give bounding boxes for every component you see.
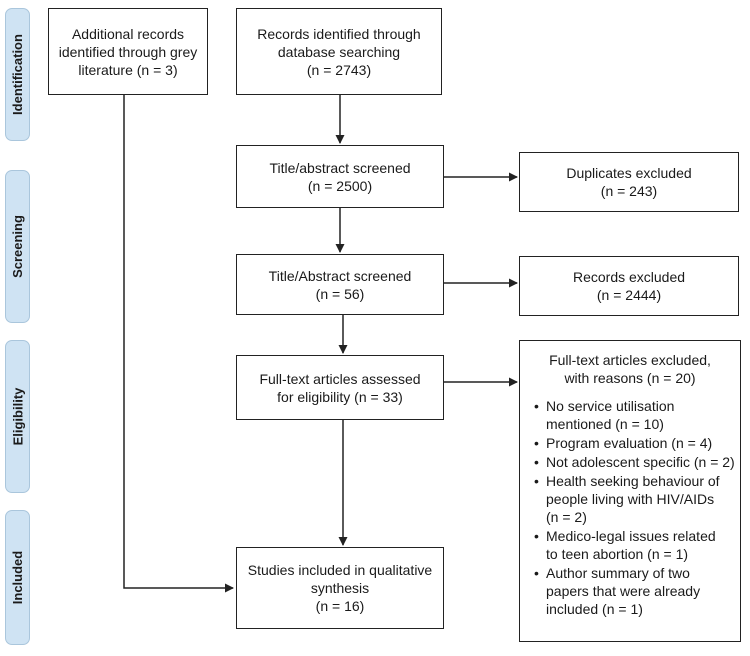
exclusion-reason: Health seeking behaviour of people livin… (534, 472, 730, 526)
duplicates-excluded-box: Duplicates excluded (n = 243) (519, 152, 739, 212)
records-excluded-box: Records excluded (n = 2444) (519, 256, 739, 316)
exclusion-reason: Medico-legal issues related to teen abor… (534, 527, 730, 563)
grey-literature-box: Additional records identified through gr… (48, 8, 208, 95)
exclusion-reason: Author summary of two papers that were a… (534, 564, 730, 618)
exclusion-reason: Program evaluation (n = 4) (534, 434, 730, 452)
fulltext-assessed-box: Full-text articles assessed for eligibil… (236, 355, 444, 420)
stage-eligibility: Eligibility (5, 340, 30, 493)
database-search-box: Records identified through database sear… (236, 8, 442, 95)
stage-label-identification: Identification (10, 34, 26, 115)
title-abstract-screened-box-1: Title/abstract screened (n = 2500) (236, 145, 444, 208)
fulltext-excluded-box: Full-text articles excluded, with reason… (519, 340, 741, 642)
exclusion-title: Full-text articles excluded, with reason… (549, 352, 711, 386)
stage-label-included: Included (10, 550, 26, 605)
stage-included: Included (5, 510, 30, 645)
title-abstract-screened-box-2: Title/Abstract screened (n = 56) (236, 254, 444, 315)
stage-label-eligibility: Eligibility (10, 387, 26, 446)
stage-identification: Identification (5, 8, 30, 141)
stage-screening: Screening (5, 170, 30, 323)
exclusion-reasons-list: No service utilisation mentioned (n = 10… (526, 397, 735, 619)
exclusion-reason: No service utilisation mentioned (n = 10… (534, 397, 730, 433)
arrow-grey-to-included (123, 95, 234, 593)
exclusion-reason: Not adolescent specific (n = 2) (534, 453, 735, 471)
stage-label-screening: Screening (10, 215, 26, 278)
included-studies-box: Studies included in qualitative synthesi… (236, 547, 444, 629)
